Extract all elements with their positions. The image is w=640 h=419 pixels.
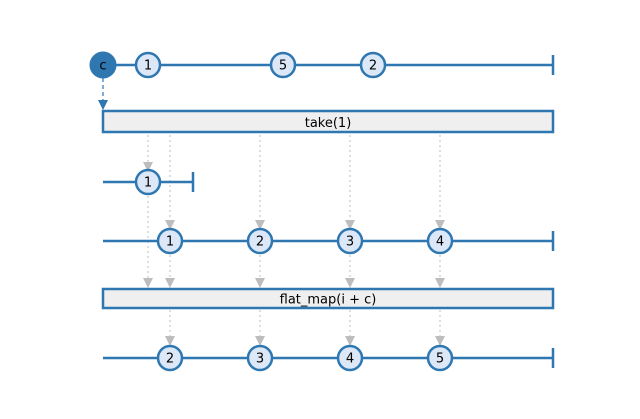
marble: 2 [156, 344, 184, 372]
context-marble: c [89, 51, 117, 79]
marble: 5 [269, 51, 297, 79]
marble-label: 5 [436, 352, 444, 367]
marble: 2 [359, 51, 387, 79]
marble-label: 4 [346, 352, 354, 367]
marble: 4 [336, 344, 364, 372]
marble-label: 3 [346, 235, 354, 250]
marble: 3 [336, 227, 364, 255]
marble: 2 [246, 227, 274, 255]
marble: 4 [426, 227, 454, 255]
marble-label: 1 [144, 176, 152, 191]
marble-label: 4 [436, 235, 444, 250]
marble: 5 [426, 344, 454, 372]
marble-label: 2 [166, 352, 174, 367]
marble: 3 [246, 344, 274, 372]
marble-label: 2 [256, 235, 264, 250]
take-output-timeline: 1 [103, 168, 195, 196]
marble-label: 3 [256, 352, 264, 367]
marble: 1 [156, 227, 184, 255]
marble: 1 [134, 51, 162, 79]
marble-label: 5 [279, 59, 287, 74]
take-operator-box: take(1) [101, 109, 555, 134]
result-timeline: 2 3 4 5 [103, 344, 555, 372]
marble-label: 1 [166, 235, 174, 250]
marble-label: 2 [369, 59, 377, 74]
context-marble-label: c [99, 59, 106, 74]
marble-label: 1 [144, 59, 152, 74]
source-timeline: c 1 5 2 [89, 51, 555, 110]
flatmap-operator-box: flat_map(i + c) [101, 287, 555, 310]
inner-timeline: 1 2 3 4 [103, 227, 555, 255]
flatmap-operator-label: flat_map(i + c) [280, 293, 377, 308]
marble: 1 [134, 168, 162, 196]
take-operator-label: take(1) [305, 116, 352, 131]
